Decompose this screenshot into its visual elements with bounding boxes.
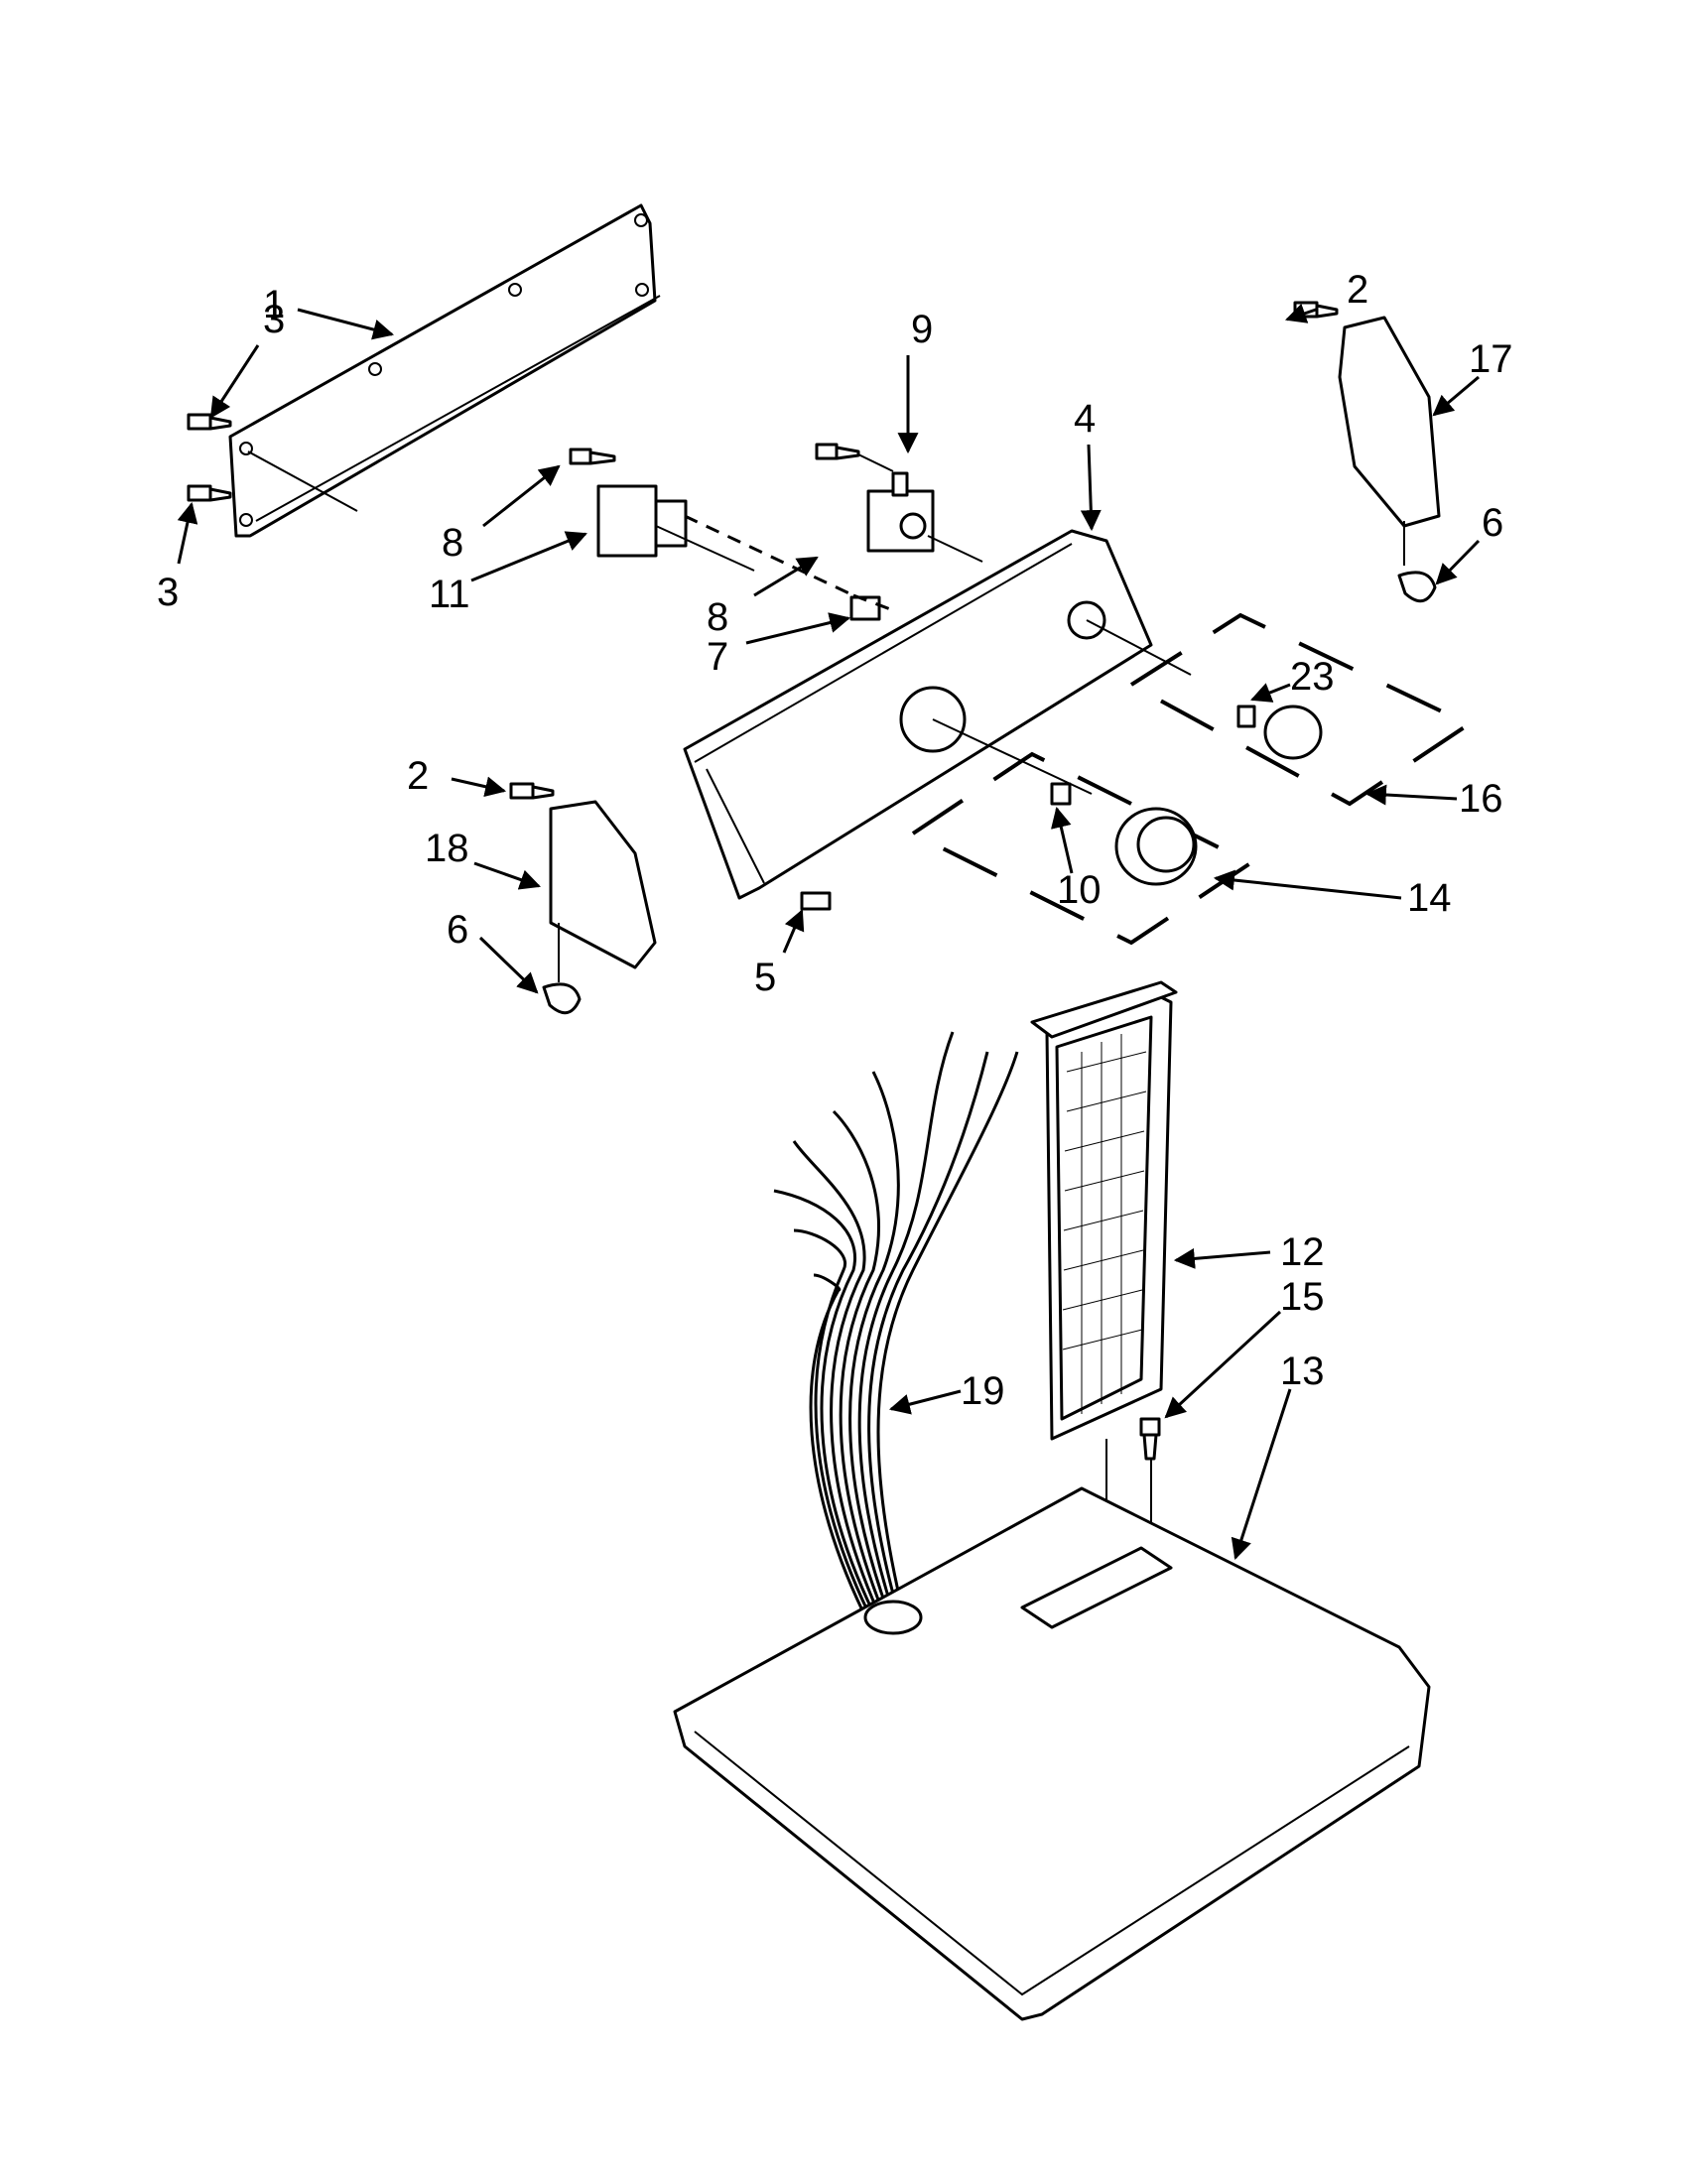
knob-outline-14	[911, 751, 1254, 946]
callout-4: 4	[1074, 397, 1096, 441]
timer-switch	[596, 484, 854, 597]
wire-harness	[773, 1031, 1019, 1613]
knob-23	[1236, 705, 1323, 760]
end-cap-left	[549, 800, 657, 982]
callout-10: 10	[1057, 868, 1102, 912]
callout-6-left: 6	[447, 908, 468, 952]
callout-13: 13	[1280, 1349, 1325, 1393]
callout-6-right: 6	[1482, 501, 1503, 545]
badge-part-5	[800, 891, 832, 911]
console-panel	[683, 529, 1192, 900]
callout-14: 14	[1407, 876, 1452, 920]
callout-2-left: 2	[407, 754, 429, 798]
knob-outline-16	[1129, 612, 1474, 807]
lint-screen	[1030, 980, 1178, 1568]
callout-16: 16	[1459, 777, 1503, 821]
callout-3-lower: 3	[157, 571, 179, 614]
module-part-9	[866, 471, 983, 563]
callout-19: 19	[961, 1369, 1005, 1413]
callout-8-lower: 8	[707, 595, 728, 639]
callout-7: 7	[707, 635, 728, 679]
screw-3-bottom	[187, 484, 232, 502]
leader-lines	[177, 303, 1481, 1560]
callout-12: 12	[1280, 1230, 1325, 1274]
callout-3-upper: 3	[263, 298, 285, 341]
callout-5: 5	[754, 956, 776, 999]
callout-11: 11	[429, 573, 470, 616]
callout-9: 9	[911, 308, 933, 351]
switch-part-7	[849, 593, 894, 621]
top-panel	[673, 1486, 1431, 2021]
screw-8-lower	[815, 443, 894, 472]
end-cap-right	[1338, 316, 1441, 566]
callout-15: 15	[1280, 1275, 1325, 1319]
rear-bracket-panel	[228, 203, 661, 538]
knob-14	[1114, 807, 1198, 886]
clip-6-left	[542, 982, 582, 1015]
callout-17: 17	[1469, 337, 1513, 381]
screw-3-top	[187, 413, 232, 431]
screw-8-upper	[569, 448, 616, 465]
clip-6-right	[1397, 571, 1437, 603]
screw-2-left	[509, 782, 555, 800]
knob-clip-10	[1050, 782, 1072, 806]
callout-23: 23	[1290, 655, 1335, 699]
callout-2-right: 2	[1347, 268, 1368, 312]
callout-1: 1	[263, 283, 285, 326]
callout-18: 18	[425, 827, 469, 870]
callout-8-upper: 8	[442, 521, 463, 565]
